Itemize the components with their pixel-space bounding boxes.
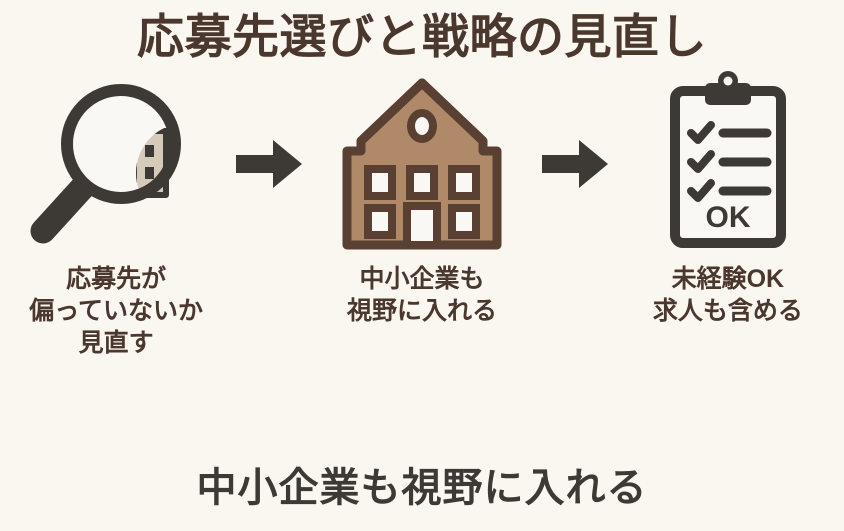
checkmark-2: [686, 149, 715, 173]
magnifier-buildings-icon: [30, 83, 182, 244]
magnifier-rim: [61, 83, 182, 204]
lower-windows: [363, 203, 480, 239]
attic-round-window: [406, 108, 437, 143]
checkmark-1: [686, 120, 715, 144]
magnifier-handle: [30, 174, 96, 244]
checklist-lines: [718, 128, 772, 196]
step-1-caption-line-3: 見直す: [78, 328, 154, 357]
clipboard-ring-hole: [723, 76, 733, 86]
steps-row: 応募先が 偏っていないか 見直す: [0, 69, 844, 359]
clipboard-clip: [704, 82, 751, 105]
step-2-caption-line-1: 中小企業も: [359, 264, 485, 293]
clipboard-checklist-icon: OK: [669, 70, 786, 248]
company-building-icon: [342, 78, 502, 250]
step-1-caption: 応募先が 偏っていないか 見直す: [29, 263, 203, 359]
checkmark-3: [686, 178, 715, 202]
step-3: OK 未経験OK 求人も含める: [612, 69, 844, 327]
arrow-right-icon: [236, 139, 303, 188]
short-building-windows: [145, 145, 154, 179]
footer-summary-text: 中小企業も視野に入れる: [196, 466, 648, 510]
arrow-right-icon: [541, 139, 608, 188]
step-2-icon-wrap: [327, 69, 517, 259]
upper-windows: [363, 164, 480, 200]
page-title: 応募先選びと戦略の見直し: [137, 10, 707, 63]
step-1: 応募先が 偏っていないか 見直す: [0, 69, 232, 359]
step-1-caption-line-2: 偏っていないか: [29, 296, 203, 325]
step-1-icon-wrap: [21, 69, 211, 259]
step-2-caption: 中小企業も 視野に入れる: [347, 263, 497, 327]
roof-right-edge: [417, 78, 488, 146]
checkmarks-group: [686, 120, 715, 202]
arrow-2-cell: [538, 69, 612, 259]
step-3-caption-line-1: 未経験OK: [671, 264, 785, 293]
step-2-caption-line-2: 視野に入れる: [346, 296, 497, 325]
step-1-caption-line-1: 応募先が: [66, 264, 167, 293]
step-3-caption-line-2: 求人も含める: [652, 296, 803, 325]
entrance-door: [402, 201, 441, 249]
step-3-icon-wrap: OK: [633, 69, 823, 259]
arrow-1-cell: [232, 69, 306, 259]
step-2: 中小企業も 視野に入れる: [306, 69, 538, 327]
clipboard-ok-label: OK: [705, 201, 750, 234]
roof-left-edge: [356, 78, 427, 146]
step-3-caption: 未経験OK 求人も含める: [653, 263, 803, 327]
